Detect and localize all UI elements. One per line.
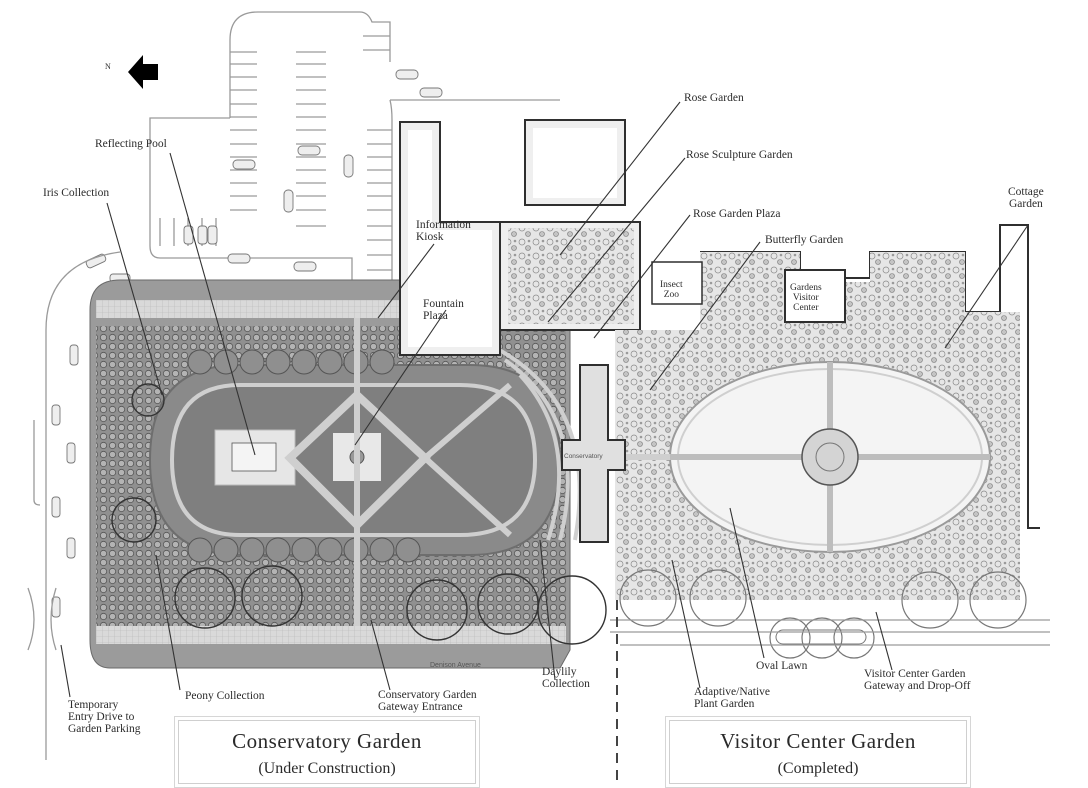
label-iris-collection: Iris Collection [43,187,110,199]
label-line: Cottage [1008,186,1044,198]
section-status: (Completed) [777,760,859,777]
label-reflecting-pool: Reflecting Pool [95,138,167,150]
label-gardens-visitor-center: Gardens Visitor Center [790,283,822,313]
label-oval-lawn: Oval Lawn [756,660,808,672]
title-box-inner: Conservatory Garden (Under Construction) [178,720,476,784]
label-adaptive-native: Adaptive/Native Plant Garden [694,686,770,710]
label-line: Entry Drive to [68,711,135,723]
label-temporary-entry-drive: Temporary Entry Drive to Garden Parking [68,699,141,735]
section-title-visitor-center-garden: Visitor Center Garden (Completed) [665,716,971,788]
label-line: Fountain [423,298,464,310]
label-denison-avenue: Denison Avenue [430,662,481,669]
label-cottage-garden: Cottage Garden [1008,186,1044,210]
north-arrow-icon [128,55,158,89]
label-line: Daylily [542,666,577,678]
north-letter: N [105,62,111,71]
label-rose-garden: Rose Garden [684,92,744,104]
label-conservatory: Conservatory [564,453,603,460]
label-conservatory-gateway: Conservatory Garden Gateway Entrance [378,689,477,713]
label-line: Insect [660,280,683,290]
label-line: Plaza [423,310,448,322]
label-line: Zoo [663,290,679,300]
label-line: Temporary [68,699,119,711]
label-daylily-collection: Daylily Collection [542,666,590,690]
conservatory-garden-area [89,279,607,669]
label-peony-collection: Peony Collection [185,690,265,702]
label-line: Information [416,219,471,231]
label-line: Kiosk [416,231,444,243]
callout-leaders [60,101,1029,698]
label-line: Plant Garden [694,698,755,710]
label-line: Center [793,303,819,313]
section-status: (Under Construction) [258,760,396,777]
label-line: Gateway and Drop-Off [864,680,971,692]
section-title-conservatory-garden: Conservatory Garden (Under Construction) [174,716,480,788]
label-line: Garden [1008,198,1043,210]
label-line: Gateway Entrance [378,701,463,713]
label-visitor-gateway: Visitor Center Garden Gateway and Drop-O… [864,668,970,692]
section-title: Visitor Center Garden [720,729,916,753]
label-line: Conservatory Garden [378,689,477,701]
label-line: Garden Parking [68,723,141,735]
label-rose-sculpture-garden: Rose Sculpture Garden [686,149,793,161]
label-rose-garden-plaza: Rose Garden Plaza [693,208,781,220]
label-butterfly-garden: Butterfly Garden [765,234,844,246]
label-line: Visitor [792,293,819,303]
label-line: Collection [542,678,590,690]
title-box-inner: Visitor Center Garden (Completed) [669,720,967,784]
label-line: Adaptive/Native [694,686,771,698]
label-line: Gardens [790,283,822,293]
visitor-center-garden-area [561,224,1050,659]
section-title: Conservatory Garden [232,729,422,753]
label-fountain-plaza: Fountain Plaza [423,298,464,322]
label-line: Visitor Center Garden [864,668,966,680]
label-insect-zoo: Insect Zoo [660,280,683,300]
label-information-kiosk: Information Kiosk [416,219,471,243]
